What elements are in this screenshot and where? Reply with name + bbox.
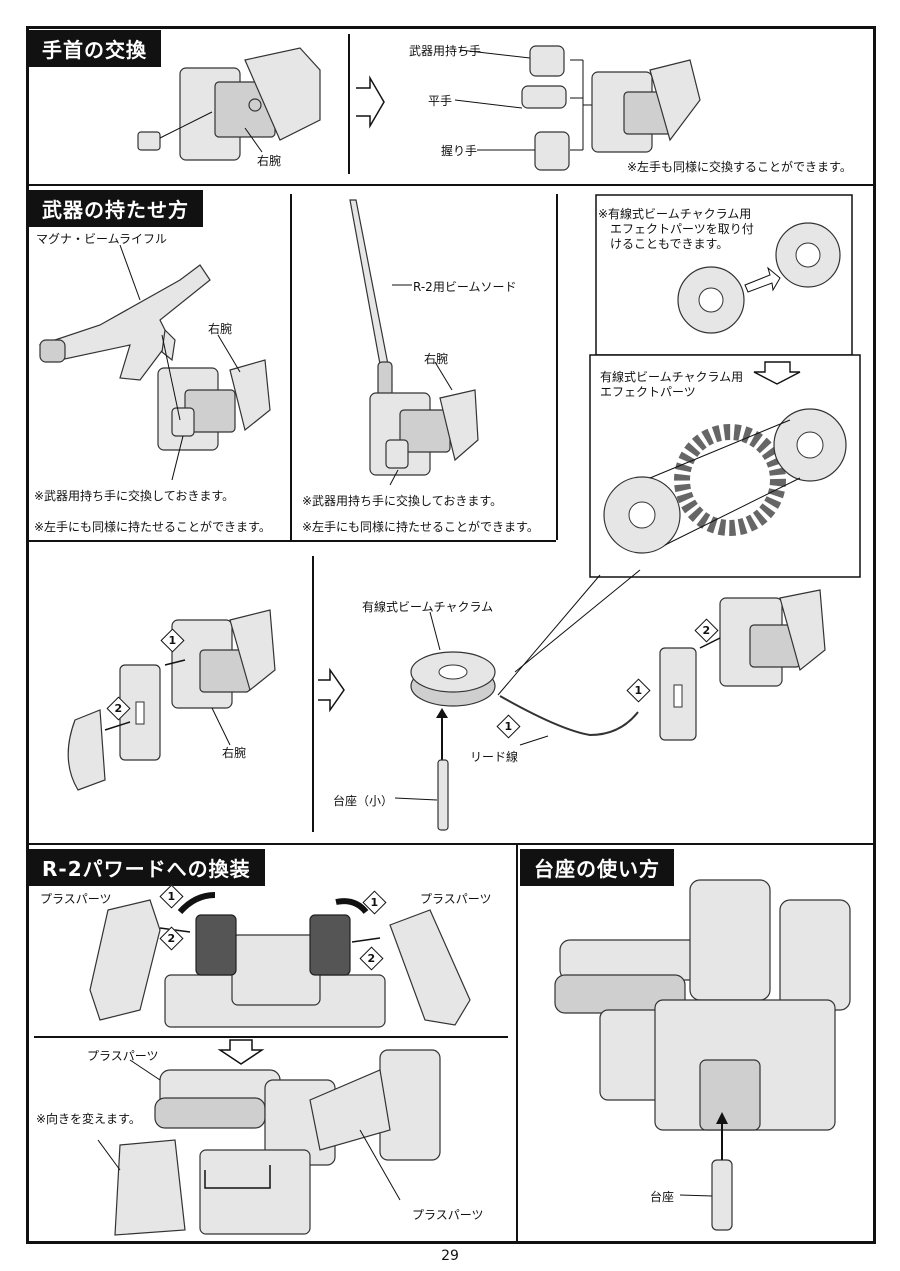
page-frame (26, 26, 876, 1244)
divider (348, 34, 350, 174)
label-right-arm-a: 右腕 (208, 322, 233, 336)
section-title-r2: R-2パワードへの換装 (28, 849, 265, 886)
label-stand-small: 台座（小） (333, 794, 394, 808)
note-weapon-hand-b: ※武器用持ち手に交換しておきます。 (302, 494, 503, 508)
divider (312, 556, 314, 832)
note-effect-line2: エフェクトパーツを取り付 (610, 222, 754, 236)
label-grip-hand: 握り手 (441, 144, 478, 158)
label-chakram: 有線式ビームチャクラム (362, 600, 494, 614)
label-right-arm-c: 右腕 (222, 746, 247, 760)
label-plus-parts-right: プラスパーツ (420, 892, 492, 906)
note-weapon-hand-a: ※武器用持ち手に交換しておきます。 (34, 489, 235, 503)
label-effect-line1: 有線式ビームチャクラム用 (600, 370, 744, 384)
label-weapon-hand: 武器用持ち手 (409, 44, 482, 58)
divider (26, 540, 556, 542)
divider (26, 184, 876, 186)
section-title-wrist: 手首の交換 (28, 30, 161, 67)
note-left-hand-b: ※左手にも同様に持たせることができます。 (302, 520, 539, 534)
divider (34, 1036, 508, 1038)
note-effect-line3: けることもできます。 (610, 237, 729, 251)
label-sword: R-2用ビームソード (413, 280, 517, 294)
note-left-hand-a: ※左手にも同様に持たせることができます。 (34, 520, 271, 534)
note-left-hand: ※左手も同様に交換することができます。 (627, 160, 852, 174)
divider (290, 194, 292, 540)
divider (556, 194, 558, 540)
section-title-weapons: 武器の持たせ方 (28, 190, 203, 227)
label-plus-parts-left: プラスパーツ (40, 892, 112, 906)
label-rifle: マグナ・ビームライフル (36, 232, 168, 246)
label-flat-hand: 平手 (428, 94, 453, 108)
label-effect-line2: エフェクトパーツ (600, 385, 696, 399)
divider (26, 843, 876, 845)
label-stand: 台座 (650, 1190, 675, 1204)
label-right-arm: 右腕 (257, 154, 282, 168)
label-right-arm-b: 右腕 (424, 352, 449, 366)
label-plus-parts-mid: プラスパーツ (87, 1049, 159, 1063)
page-number: 29 (441, 1248, 459, 1264)
label-plus-parts-bottom: プラスパーツ (412, 1208, 484, 1222)
divider (516, 843, 518, 1243)
section-title-stand: 台座の使い方 (520, 849, 674, 886)
label-lead-wire: リード線 (470, 750, 519, 764)
note-rotate: ※向きを変えます。 (36, 1112, 141, 1126)
note-effect-line1: ※有線式ビームチャクラム用 (598, 207, 752, 221)
